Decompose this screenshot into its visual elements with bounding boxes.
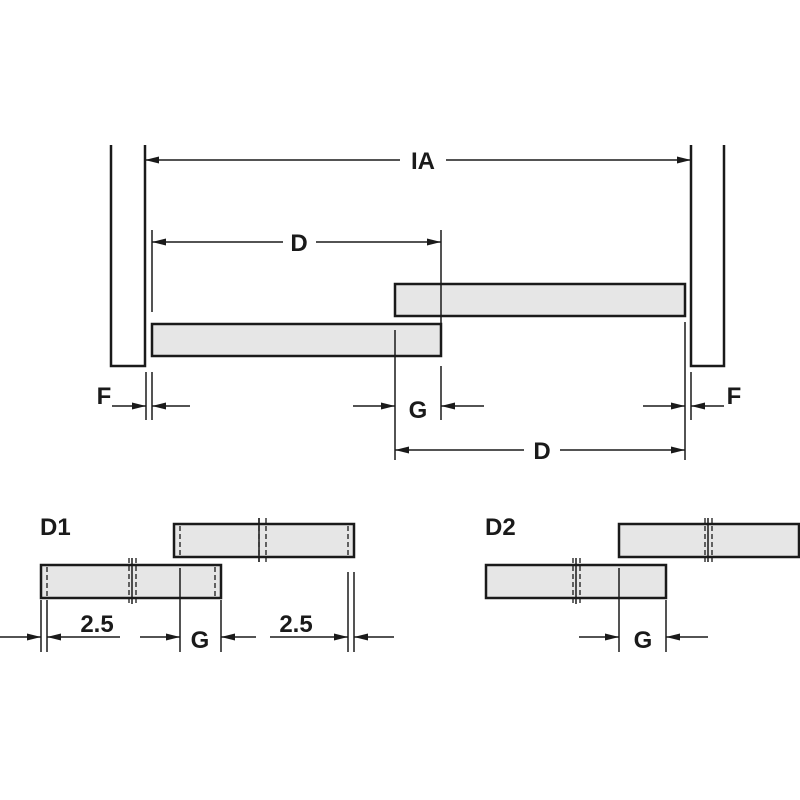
f-right-dimension: F: [643, 383, 741, 410]
d-top-dimension: D: [151, 230, 442, 324]
d2-g-label: G: [634, 627, 653, 654]
front-door-panel: [150, 322, 443, 358]
d1-upper-panel: [172, 522, 356, 559]
d1-dim-right-label: 2.5: [279, 611, 312, 638]
f-right-label: F: [727, 383, 742, 410]
f-left-label: F: [97, 383, 112, 410]
d-bottom-label: D: [533, 438, 550, 465]
d2-detail: D2 G: [484, 514, 800, 654]
d-top-label: D: [290, 230, 307, 257]
g-main-label: G: [409, 397, 428, 424]
main-view: IA D F G: [97, 145, 741, 465]
right-side-wall: [689, 145, 726, 368]
left-side-wall: [109, 145, 147, 368]
f-left-dimension: F: [97, 383, 190, 410]
d-bottom-dimension: D: [395, 438, 685, 465]
d1-g-label: G: [191, 627, 210, 654]
d2-title: D2: [485, 514, 516, 541]
g-main-dimension: G: [353, 397, 484, 424]
rear-door-panel: [393, 282, 687, 318]
ia-label: IA: [411, 148, 435, 175]
d2-upper-panel: [617, 522, 800, 559]
d1-dim-left-label: 2.5: [80, 611, 113, 638]
d1-detail: D1 2.5 G 2.5: [0, 514, 394, 654]
d1-title: D1: [40, 514, 71, 541]
ia-dimension: IA: [145, 148, 691, 175]
d1-lower-panel: [39, 563, 223, 600]
